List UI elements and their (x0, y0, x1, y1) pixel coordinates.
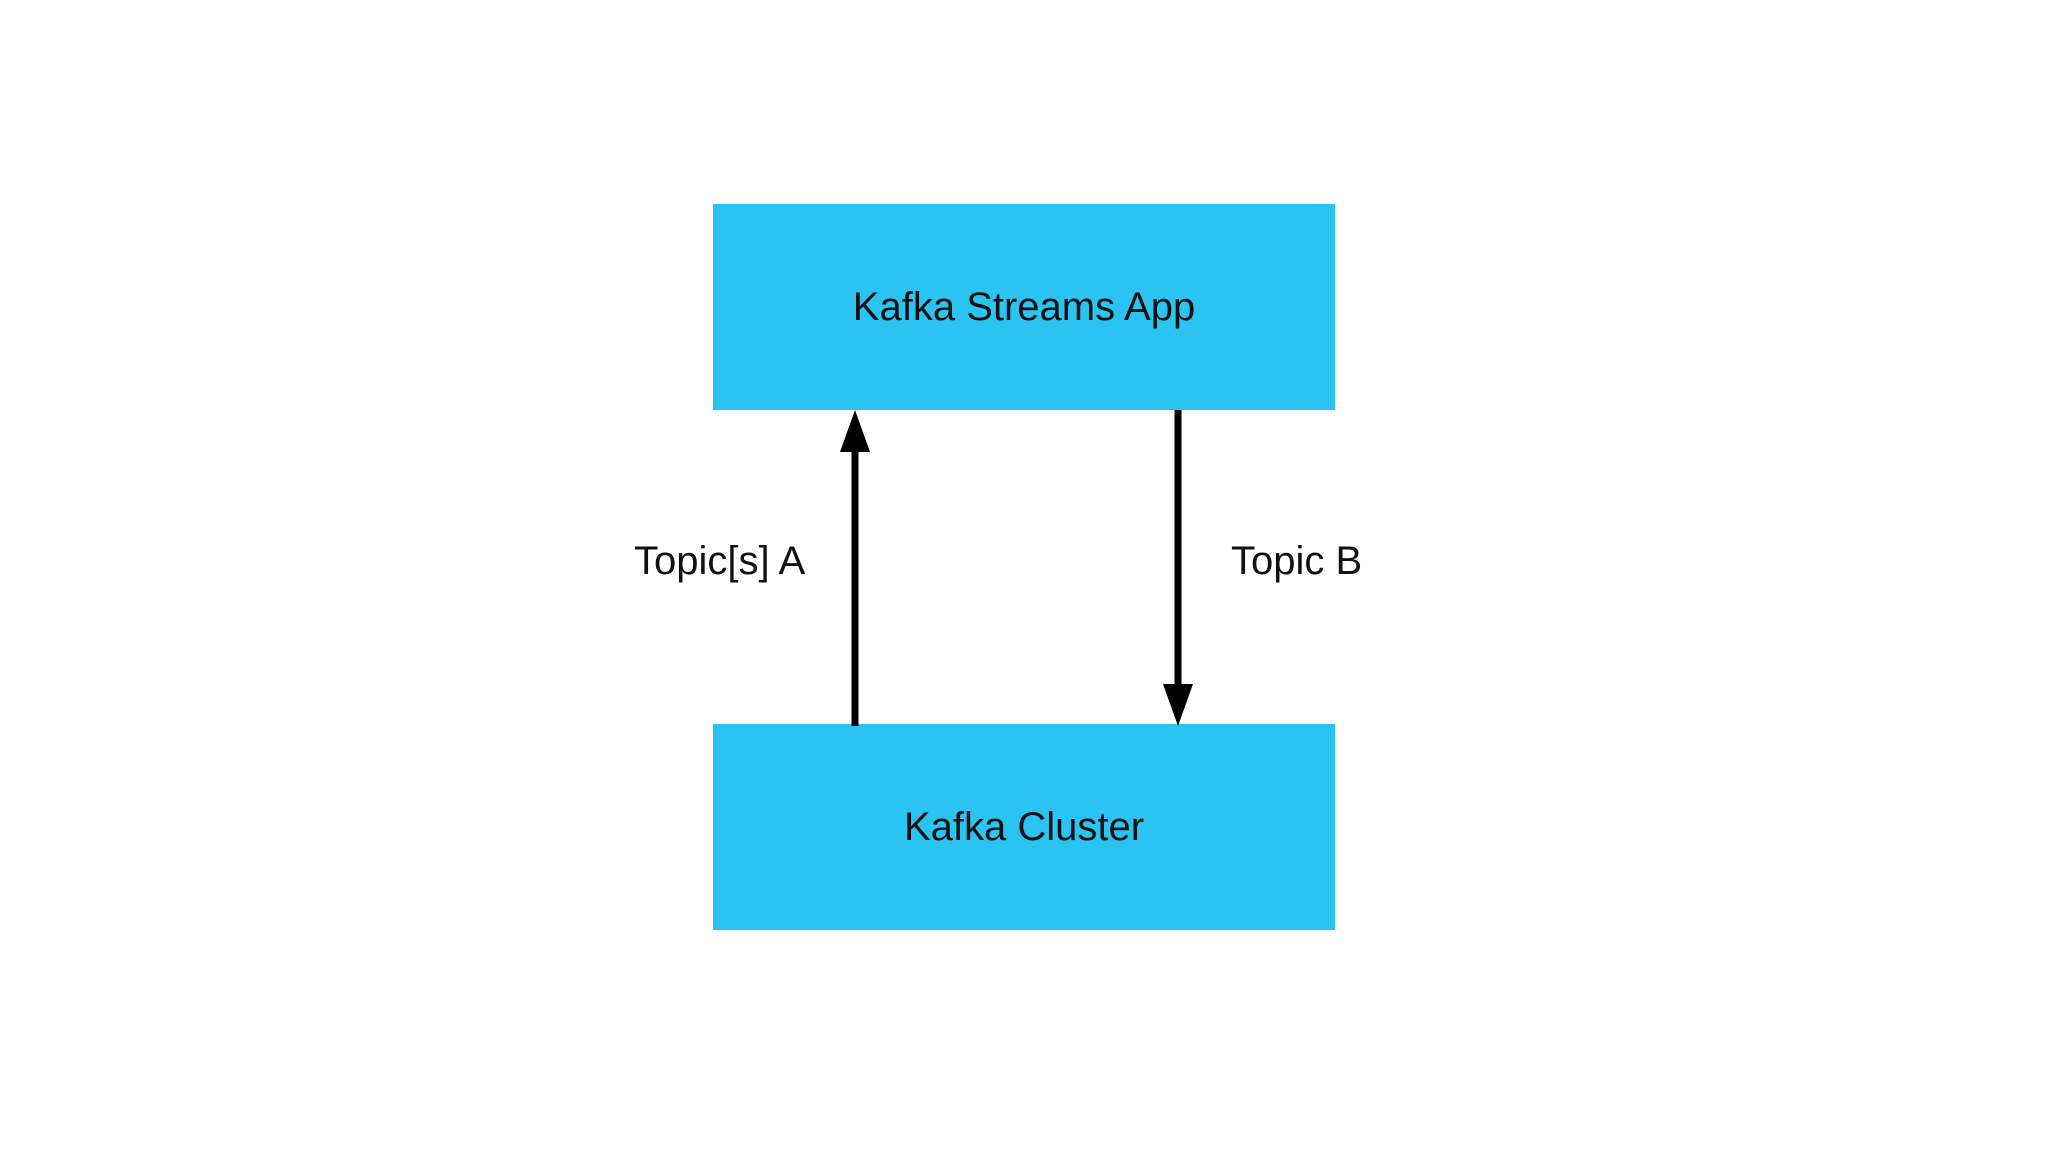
topic-b-arrow-head (1163, 684, 1193, 726)
topic-b-label: Topic B (1231, 539, 1363, 583)
kafka-cluster-label: Kafka Cluster (903, 805, 1145, 849)
kafka-streams-app-label: Kafka Streams App (852, 285, 1196, 329)
kafka-streams-app-node: Kafka Streams App (713, 204, 1335, 410)
topic-a-arrow (840, 410, 870, 726)
topic-a-arrow-head (840, 410, 870, 452)
topic-a-label: Topic[s] A (634, 539, 806, 583)
kafka-cluster-node: Kafka Cluster (713, 724, 1335, 930)
topic-b-arrow (1163, 410, 1193, 726)
